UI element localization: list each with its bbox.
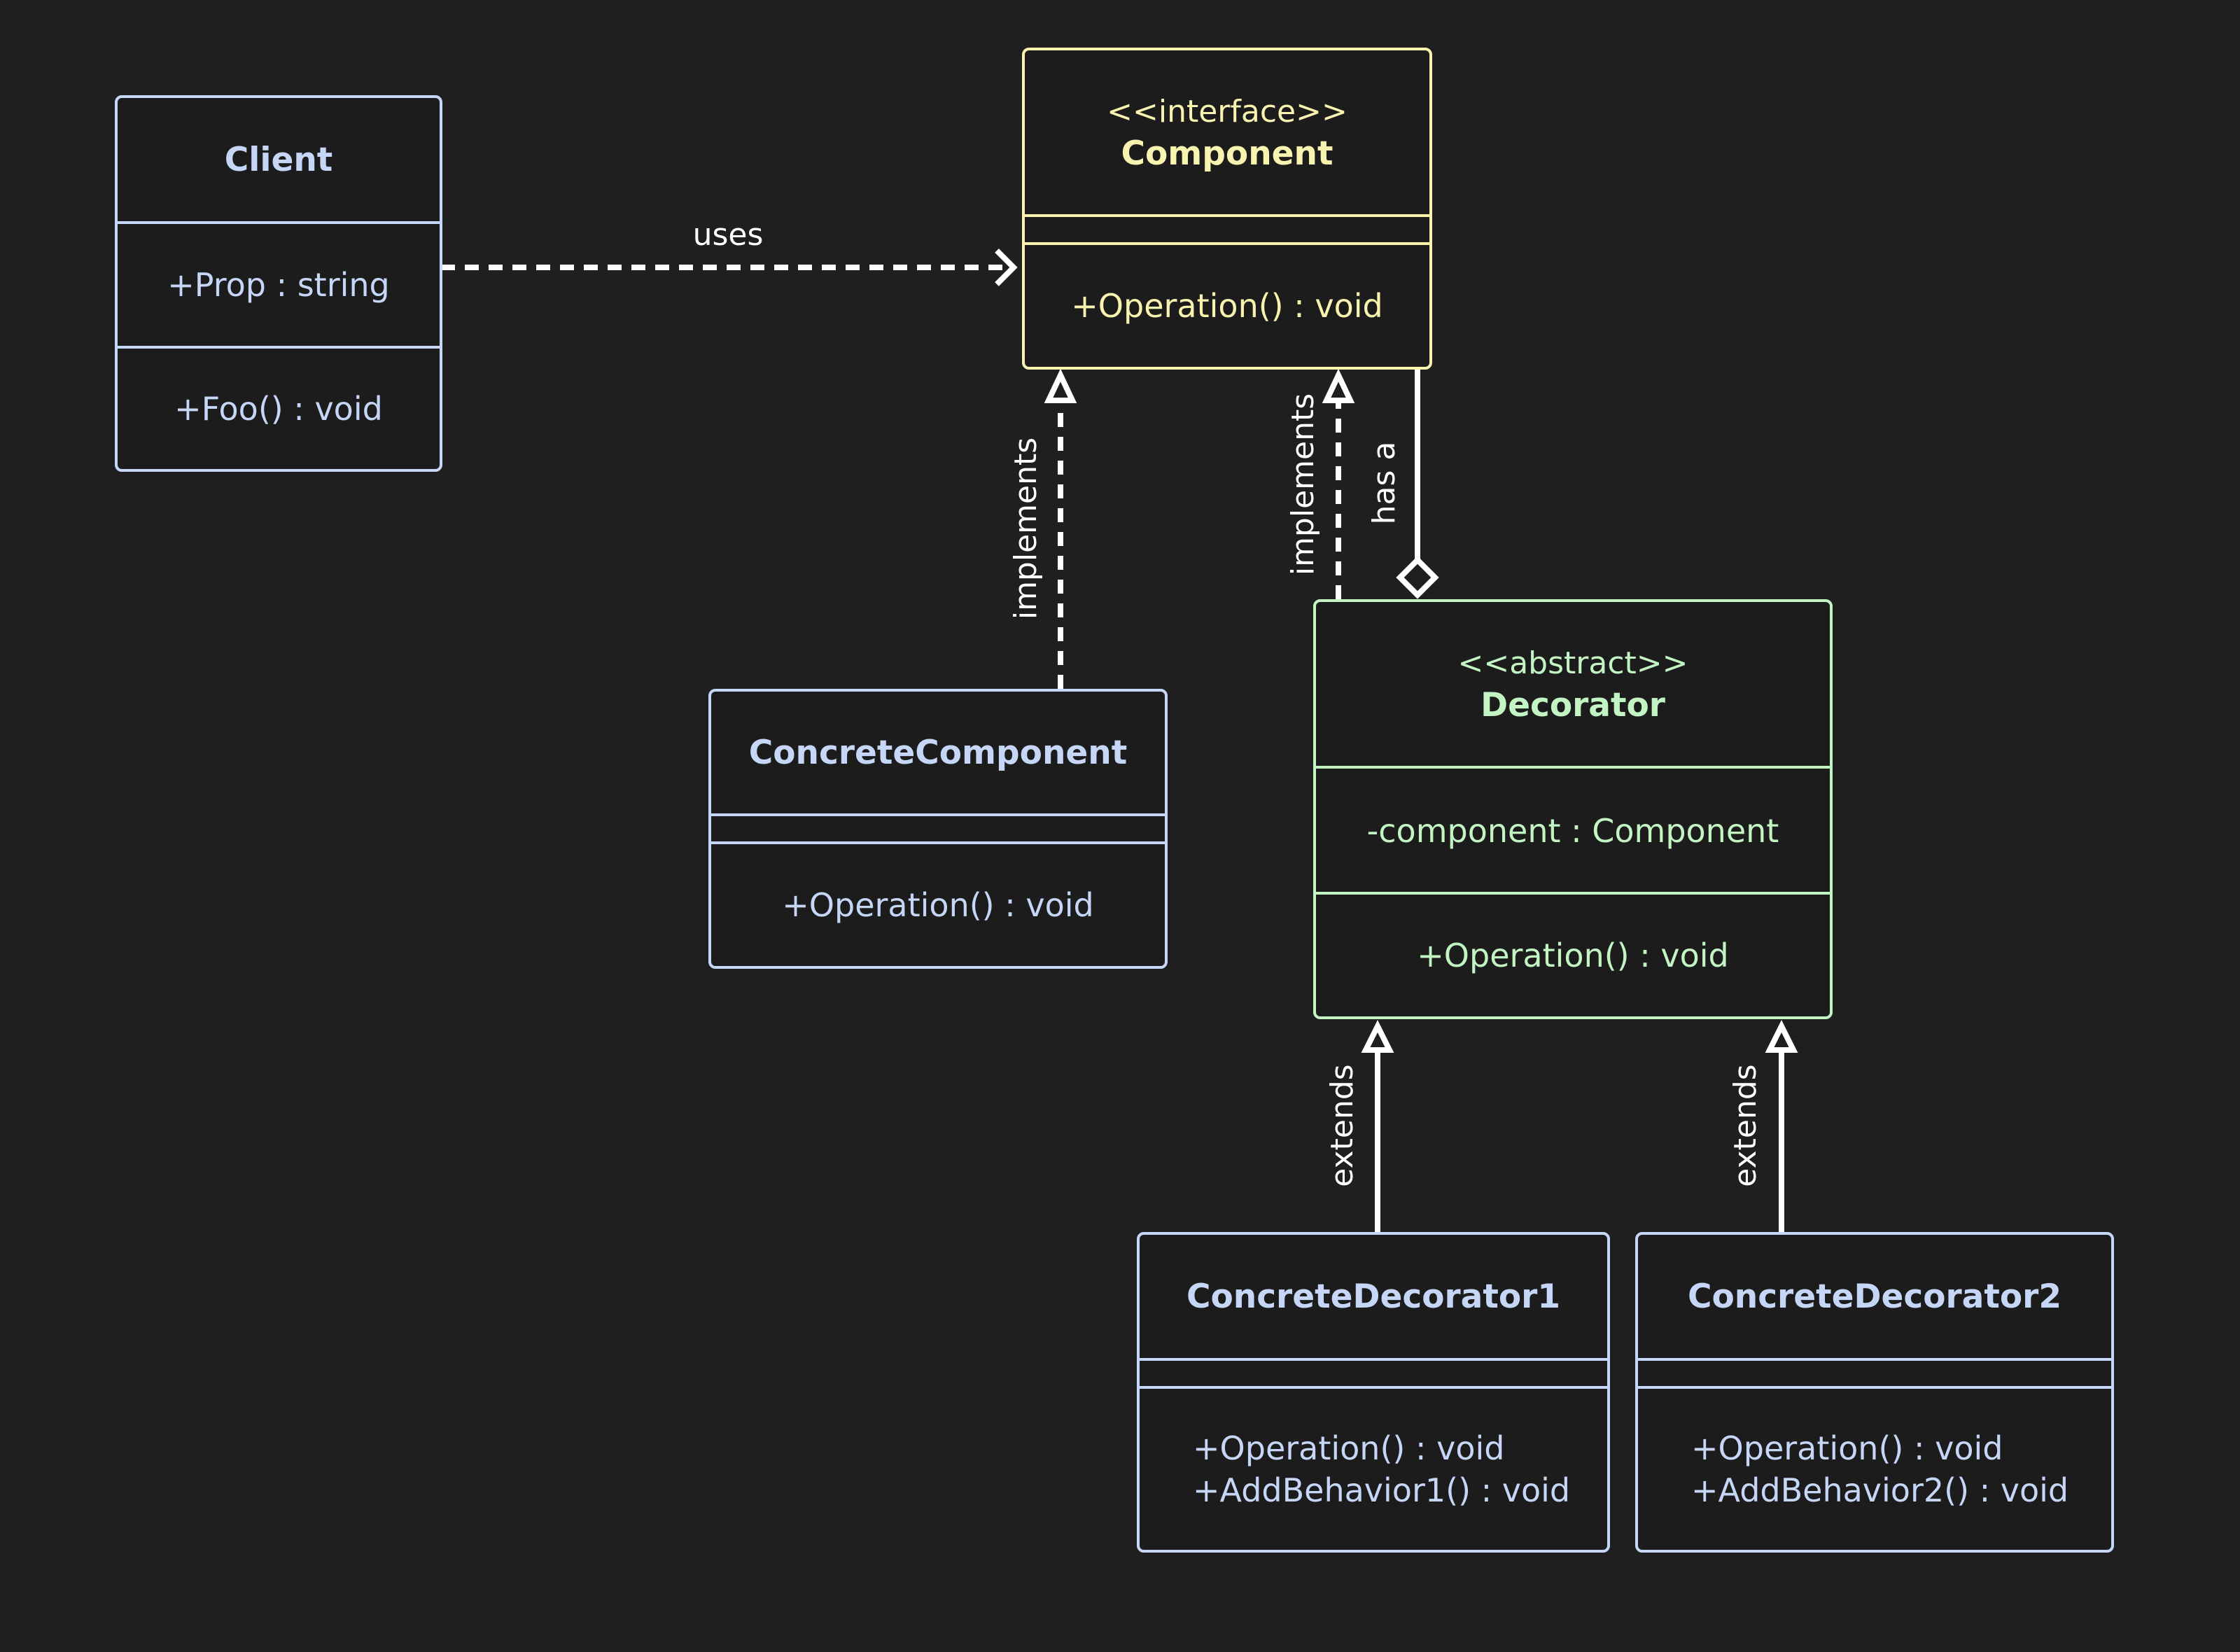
extends1-arrowhead: [1361, 1020, 1394, 1053]
component-class: <<interface>> Component +Operation() : v…: [1022, 48, 1432, 370]
concrete-component-name: ConcreteComponent: [748, 734, 1128, 772]
extends1-label: extends: [1324, 1064, 1360, 1186]
concrete-decorator2-header: ConcreteDecorator2: [1638, 1235, 2111, 1359]
concrete-component-header: ConcreteComponent: [711, 692, 1165, 815]
decorator-name: Decorator: [1480, 686, 1665, 724]
concrete-decorator1-methods: +Operation() : void +AddBehavior1() : vo…: [1140, 1389, 1607, 1550]
aggregation-diamond: [1396, 556, 1439, 599]
component-method: +Operation() : void: [1071, 287, 1383, 325]
concrete-decorator1-method: +AddBehavior1() : void: [1193, 1471, 1571, 1509]
divider: [118, 221, 440, 224]
decorator-stereotype: <<abstract>>: [1457, 645, 1688, 681]
client-header: Client: [118, 98, 440, 223]
concrete-component-methods: +Operation() : void: [711, 844, 1165, 966]
concrete-decorator1-header: ConcreteDecorator1: [1140, 1235, 1607, 1359]
component-methods: +Operation() : void: [1025, 245, 1429, 367]
extends2-arrowhead: [1765, 1020, 1798, 1053]
extends2-label: extends: [1728, 1064, 1763, 1186]
concrete-decorator2-method: +AddBehavior2() : void: [1691, 1471, 2069, 1509]
concrete-decorator2-class: ConcreteDecorator2 +Operation() : void +…: [1635, 1232, 2114, 1553]
uses-label: uses: [693, 217, 764, 253]
divider: [1140, 1386, 1607, 1389]
concrete-component-method: +Operation() : void: [782, 886, 1094, 924]
decorator-attribute: -component : Component: [1366, 812, 1779, 850]
implements-decorator-arrowhead: [1322, 368, 1355, 403]
client-method: +Foo() : void: [174, 390, 383, 428]
implements-decorator-label: implements: [1285, 393, 1321, 575]
has-a-label: has a: [1366, 442, 1402, 525]
implements-concrete-arrowhead: [1044, 368, 1077, 403]
component-stereotype: <<interface>>: [1107, 94, 1348, 130]
concrete-decorator1-method: +Operation() : void: [1193, 1429, 1505, 1467]
divider: [1638, 1386, 2111, 1389]
implements-concrete-label: implements: [1008, 438, 1044, 620]
client-attributes: +Prop : string: [118, 224, 440, 346]
divider: [1316, 766, 1830, 769]
divider: [711, 813, 1165, 816]
decorator-method: +Operation() : void: [1417, 937, 1729, 974]
concrete-component-class: ConcreteComponent +Operation() : void: [708, 689, 1168, 969]
component-header: <<interface>> Component: [1025, 50, 1429, 216]
divider: [118, 346, 440, 349]
decorator-methods: +Operation() : void: [1316, 895, 1830, 1016]
client-name: Client: [224, 141, 333, 179]
concrete-decorator1-name: ConcreteDecorator1: [1186, 1278, 1561, 1316]
divider: [711, 841, 1165, 844]
divider: [1025, 242, 1429, 245]
divider: [1140, 1358, 1607, 1361]
client-methods: +Foo() : void: [118, 349, 440, 469]
client-attribute: +Prop : string: [167, 266, 390, 304]
divider: [1316, 892, 1830, 895]
concrete-decorator1-class: ConcreteDecorator1 +Operation() : void +…: [1137, 1232, 1610, 1553]
concrete-decorator2-method: +Operation() : void: [1691, 1429, 2003, 1467]
divider: [1638, 1358, 2111, 1361]
uses-arrowhead: [995, 248, 1018, 286]
client-class: Client +Prop : string +Foo() : void: [115, 95, 442, 472]
divider: [1025, 214, 1429, 217]
decorator-class: <<abstract>> Decorator -component : Comp…: [1313, 599, 1833, 1019]
concrete-decorator2-name: ConcreteDecorator2: [1687, 1278, 2062, 1316]
decorator-header: <<abstract>> Decorator: [1316, 602, 1830, 767]
concrete-decorator2-methods: +Operation() : void +AddBehavior2() : vo…: [1638, 1389, 2111, 1550]
decorator-attributes: -component : Component: [1316, 769, 1830, 893]
component-name: Component: [1121, 134, 1334, 173]
